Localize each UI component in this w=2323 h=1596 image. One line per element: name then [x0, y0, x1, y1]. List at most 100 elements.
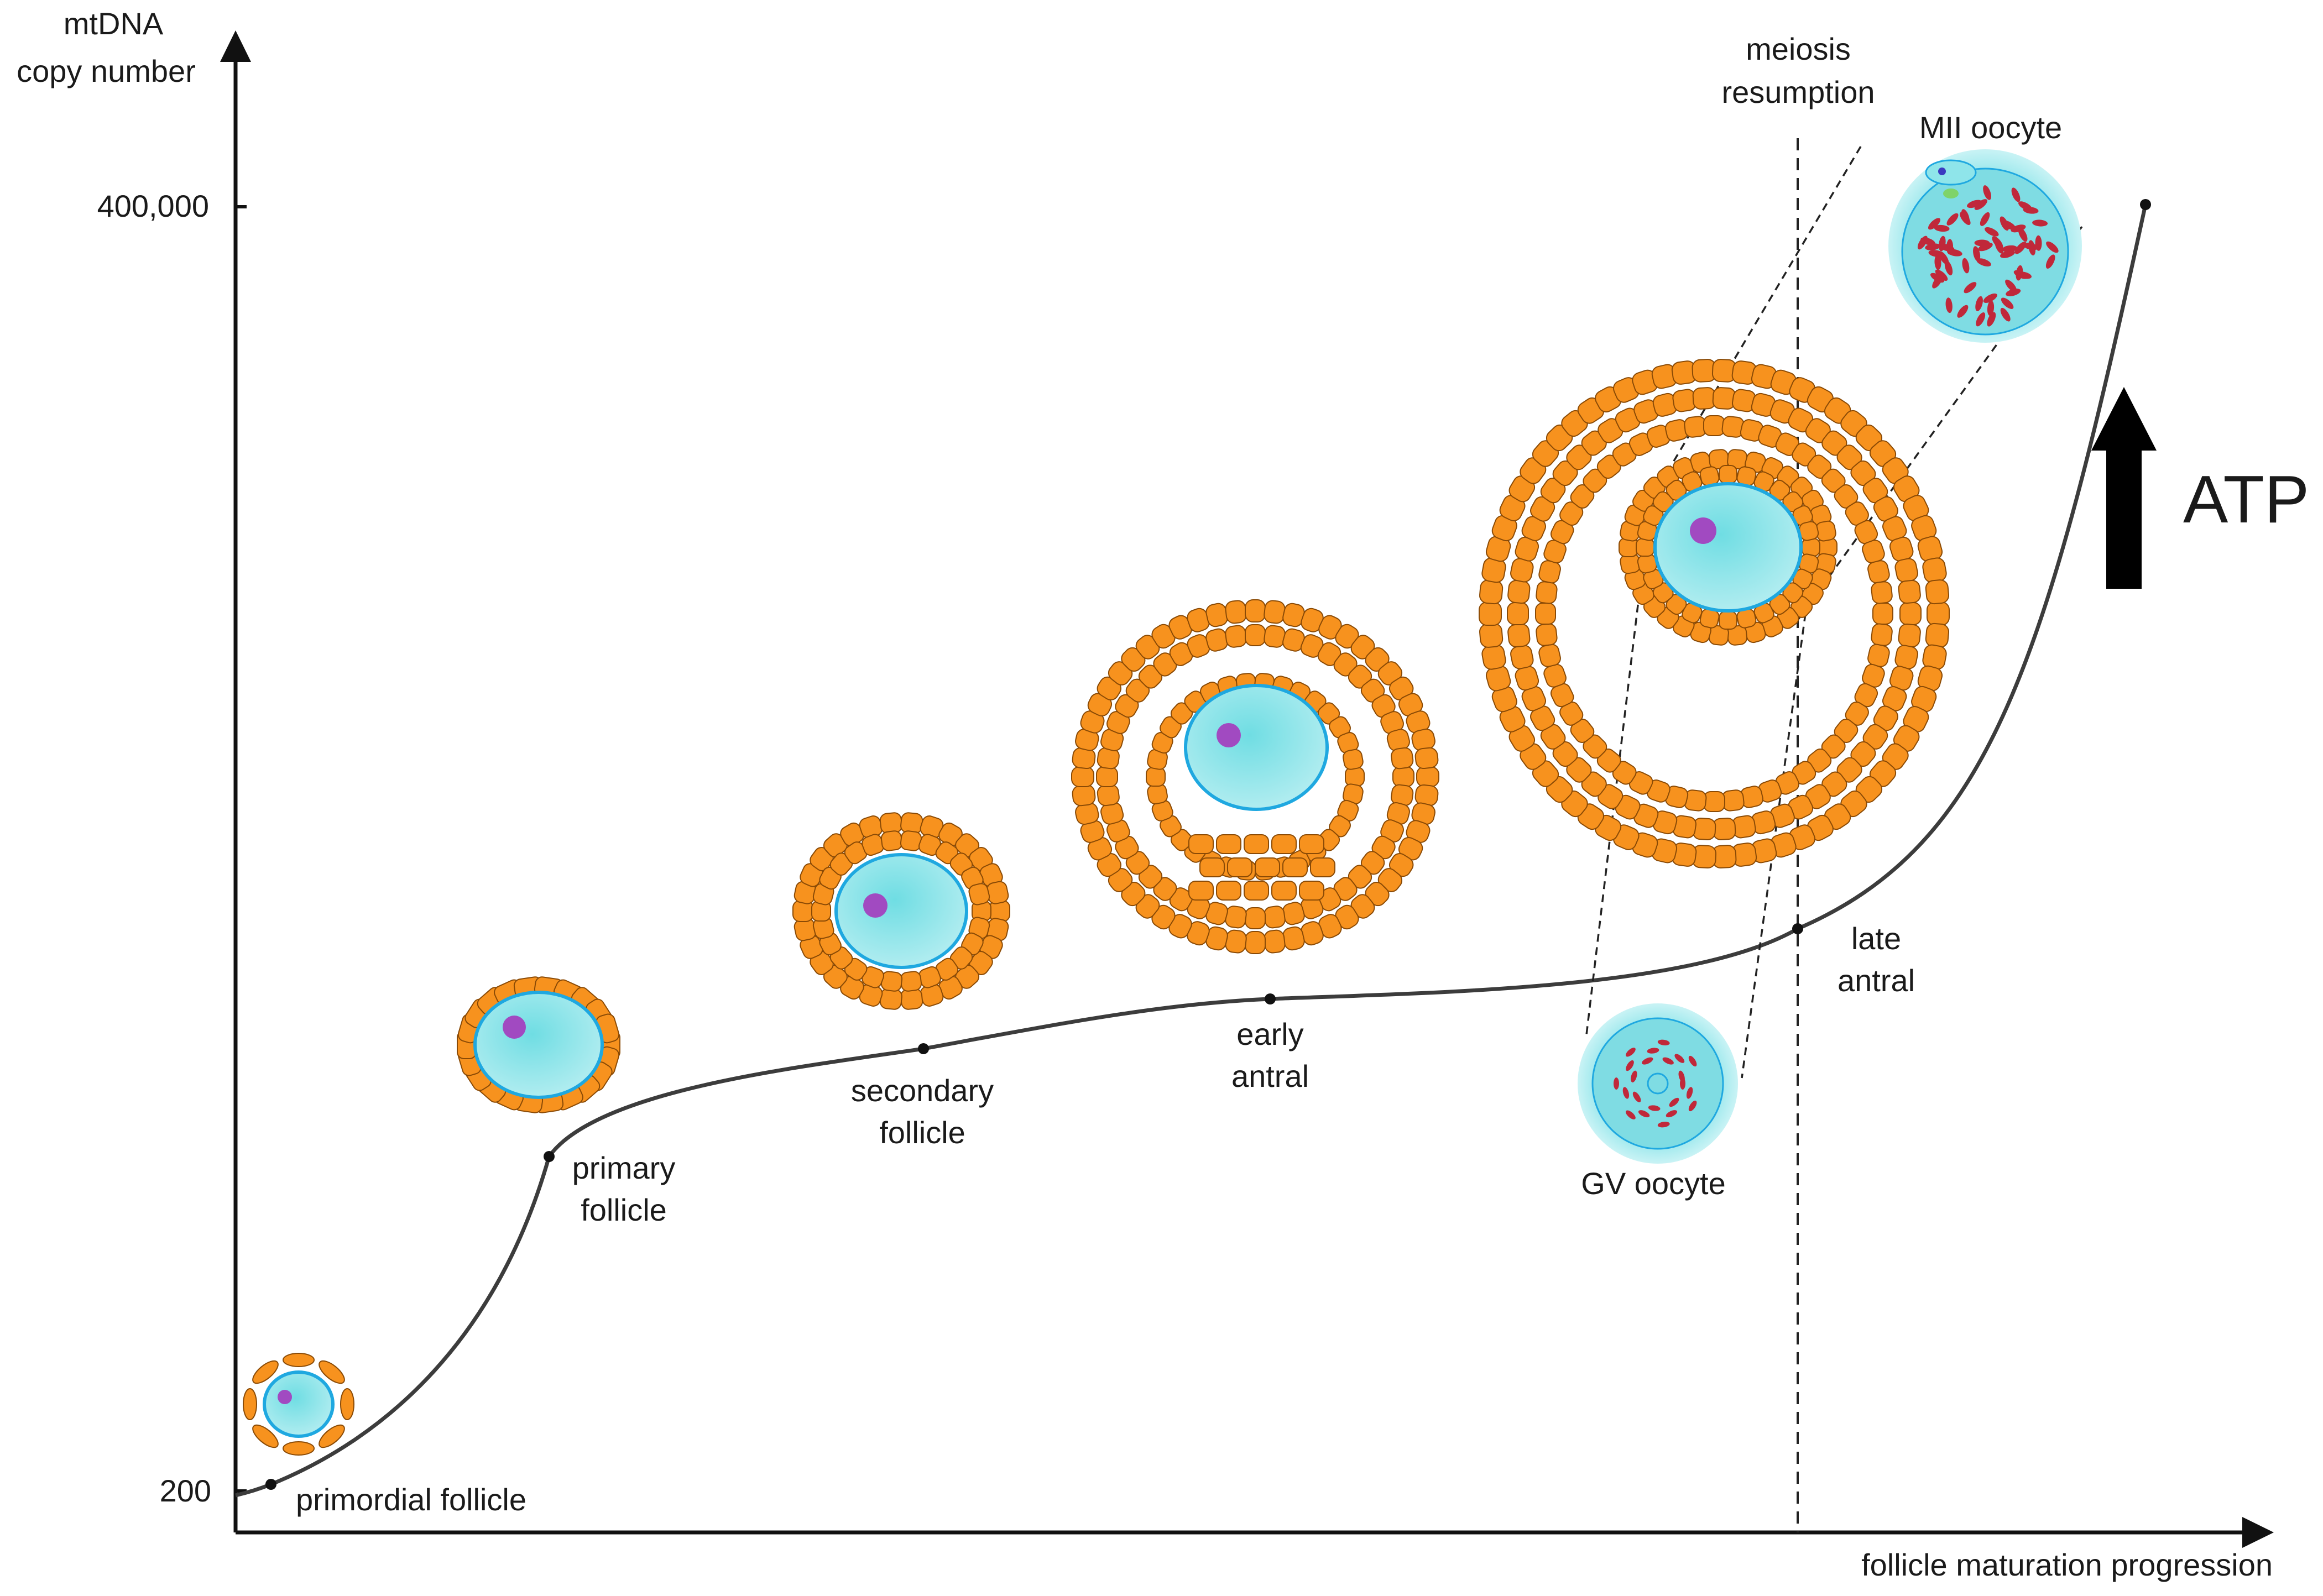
point-early-antral — [1265, 993, 1276, 1004]
granulosa-cell — [1146, 767, 1166, 787]
mitochondrion — [1678, 1070, 1685, 1082]
granulosa-cell — [1507, 602, 1529, 625]
mtdna-curve — [235, 204, 2148, 1498]
gv-oocyte — [1578, 1003, 1738, 1164]
mitochondrion — [1631, 1070, 1637, 1082]
mitochondrion — [2001, 297, 2014, 309]
granulosa-cell — [1345, 767, 1365, 787]
nucleus — [278, 1390, 292, 1404]
secondary-follicle — [792, 812, 1010, 1010]
granulosa-cell — [1927, 601, 1950, 626]
point-end — [2140, 199, 2151, 210]
point-primordial — [265, 1479, 276, 1490]
gv-label: GV oocyte — [1581, 1166, 1725, 1201]
granulosa-cell — [1507, 623, 1531, 648]
granulosa-cell — [243, 1388, 257, 1420]
granulosa-cell — [1536, 623, 1558, 646]
nucleus — [1690, 517, 1716, 544]
mitochondrion — [1657, 1039, 1670, 1045]
late-antral-follicle — [1479, 359, 1950, 868]
mitochondrion — [1964, 282, 1977, 294]
mitochondrion — [2000, 216, 2009, 231]
mii-label: MII oocyte — [1919, 110, 2062, 145]
granulosa-cell — [1719, 611, 1737, 630]
mitochondrion — [2002, 245, 2018, 253]
granulosa-cell — [986, 881, 1009, 904]
granulosa-cell — [1479, 579, 1504, 605]
granulosa-cell — [879, 812, 902, 834]
label-early-1: early — [1236, 1017, 1303, 1051]
point-late-antral — [1792, 923, 1803, 934]
x-axis-label: follicle maturation progression — [1861, 1547, 2273, 1582]
meiosis-label-2: resumption — [1721, 75, 1875, 109]
mitochondrion — [1642, 1057, 1653, 1065]
granulosa-cell — [1925, 579, 1949, 605]
granulosa-cell — [252, 1360, 279, 1384]
granulosa-cell — [1264, 906, 1286, 929]
granulosa-cell — [1264, 625, 1286, 648]
mitochondrion — [1625, 1110, 1636, 1119]
label-late-1: late — [1851, 921, 1901, 956]
nucleus — [863, 893, 888, 918]
mii-oocyte — [1888, 149, 2082, 343]
mitochondrion — [1934, 254, 1941, 270]
granulosa-cell — [1871, 623, 1893, 646]
mitochondrion — [1975, 296, 1983, 312]
x-axis-arrow-icon — [2242, 1517, 2274, 1548]
granulosa-cell — [900, 988, 923, 1010]
mitochondrion — [1960, 212, 1971, 226]
mitochondrion — [2006, 289, 2021, 296]
granulosa-cell — [1264, 600, 1286, 624]
granulosa-cell — [319, 1360, 345, 1384]
mitochondrion — [1688, 1100, 1697, 1112]
mitochondrion — [2011, 224, 2026, 233]
polar-body-dna — [1938, 168, 1946, 175]
granulosa-cell — [1096, 766, 1118, 787]
label-early-2: antral — [1231, 1059, 1309, 1093]
granulosa-cell — [1871, 581, 1893, 604]
mitochondrion — [2046, 241, 2059, 253]
granulosa-cell — [1343, 749, 1364, 770]
granulosa-cell — [1703, 791, 1725, 812]
mitochondrion — [1614, 1077, 1619, 1090]
mitochondrion — [1935, 269, 1948, 281]
mitochondrion — [1980, 212, 1990, 226]
granulosa-cell — [1719, 465, 1737, 484]
granulosa-cell — [1510, 645, 1534, 669]
mitochondrion — [2005, 279, 2017, 292]
primary-follicle — [457, 976, 620, 1113]
germinal-vesicle — [1647, 1072, 1669, 1095]
granulosa-cell — [1310, 857, 1335, 877]
granulosa-cell — [1922, 557, 1947, 583]
granulosa-cell — [1244, 881, 1269, 901]
granulosa-cell — [1188, 834, 1214, 854]
granulosa-cell — [1216, 881, 1241, 901]
mitochondrion — [1930, 273, 1944, 283]
point-primary — [544, 1151, 555, 1162]
granulosa-cell — [1703, 415, 1725, 436]
granulosa-cell — [1416, 766, 1439, 787]
granulosa-cell — [1899, 602, 1922, 625]
stage-points — [265, 199, 2151, 1490]
mitochondrion — [1662, 1057, 1674, 1065]
granulosa-cell — [1299, 881, 1324, 901]
mitochondrion — [1934, 224, 1950, 232]
atp-label: ATP — [2183, 462, 2309, 537]
y-tick-bottom-label: 200 — [160, 1473, 211, 1508]
granulosa-cell — [1481, 644, 1506, 670]
granulosa-cell — [283, 1441, 315, 1456]
granulosa-cell — [1925, 622, 1949, 648]
granulosa-cell — [1245, 907, 1266, 929]
early-antral-follicle — [1071, 599, 1439, 954]
mitochondrion — [1945, 297, 1953, 313]
mitochondrion — [1985, 227, 1999, 237]
mitochondrion — [1962, 258, 1970, 274]
granulosa-cell — [1391, 747, 1414, 770]
axes — [220, 30, 2274, 1548]
oocyte — [1653, 482, 1803, 613]
mitochondrion — [1978, 242, 1993, 252]
mitochondrion — [2032, 219, 2048, 227]
primordial-follicle — [243, 1353, 354, 1456]
granulosa-cell — [1245, 624, 1266, 646]
